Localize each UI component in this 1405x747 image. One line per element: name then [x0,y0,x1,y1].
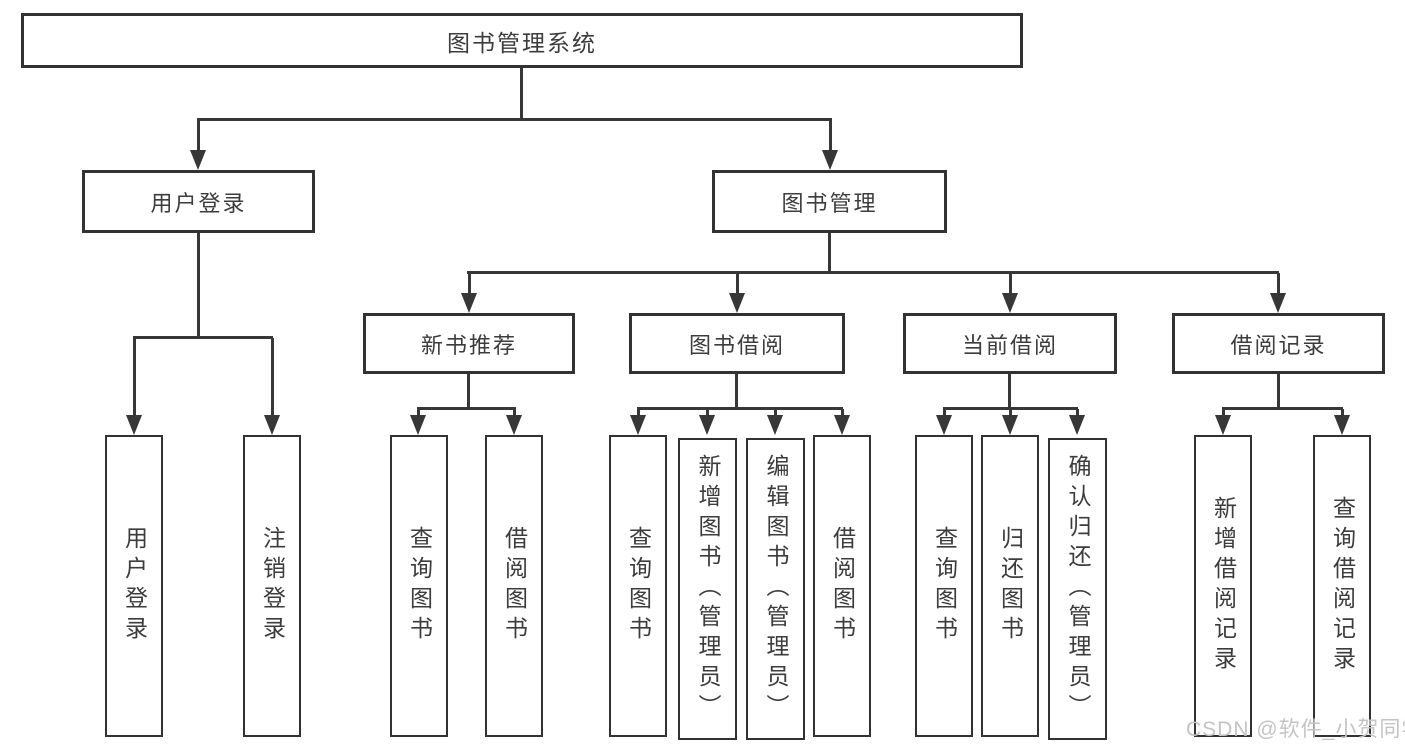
arrow-down-icon [729,273,745,313]
node-branch-book-management: 图书管理 [712,170,947,233]
connector-borrow-records-rail [1222,407,1343,410]
connector-current-borrow-rail [943,407,1078,410]
node-leaf-return-books: 归还图书 [981,435,1039,737]
connector-book-borrow-stem [735,374,738,407]
node-leaf-borrow-books: 借阅图书 [485,435,543,737]
arrow-down-icon [1270,273,1286,313]
leaf-label: 编辑图书（管理员） [763,454,789,724]
arrow-down-icon [1002,273,1018,313]
leaf-label: 归还图书 [997,526,1024,646]
leaf-label: 新增借阅记录 [1210,496,1237,676]
leaf-label: 用户登录 [121,526,148,646]
arrow-down-icon [506,409,522,435]
node-leaf-user-login: 用户登录 [105,435,163,737]
arrow-down-icon [1215,409,1231,435]
node-leaf-edit-books-admin: 编辑图书（管理员） [746,438,805,740]
leaf-label: 查询图书 [406,526,433,646]
connector-new-book-stem [467,374,470,407]
node-root-library-management-system: 图书管理系统 [21,13,1023,68]
node-module-new-book-recommend: 新书推荐 [363,313,575,374]
node-module-current-borrow: 当前借阅 [903,313,1117,374]
arrow-down-icon [1002,409,1018,435]
node-leaf-confirm-return-admin: 确认归还（管理员） [1048,438,1107,740]
arrow-down-icon [834,409,850,435]
arrow-down-icon [822,120,838,170]
connector-level3-rail [467,271,1279,274]
connector-current-borrow-stem [1008,374,1011,407]
leaf-label: 借阅图书 [501,526,528,646]
arrow-down-icon [767,409,783,435]
leaf-label: 查询图书 [625,526,652,646]
arrow-down-icon [1334,409,1350,435]
node-leaf-add-books-admin: 新增图书（管理员） [678,438,737,740]
arrow-down-icon [1069,409,1085,435]
node-leaf-query-books: 查询图书 [915,435,973,737]
arrow-down-icon [936,409,952,435]
node-leaf-query-books: 查询图书 [390,435,448,737]
node-module-borrow-records: 借阅记录 [1172,313,1385,374]
leaf-label: 新增图书（管理员） [695,454,721,724]
leaf-label: 查询图书 [931,526,958,646]
node-branch-user-login: 用户登录 [82,170,315,233]
connector-book-management-stem [828,233,831,271]
connector-user-login-stem [197,233,200,336]
leaf-label: 借阅图书 [829,526,856,646]
arrow-down-icon [410,409,426,435]
connector-new-book-rail [417,407,516,410]
node-leaf-query-borrow-record: 查询借阅记录 [1313,435,1371,737]
node-leaf-query-books: 查询图书 [609,435,667,737]
connector-borrow-records-stem [1277,374,1280,407]
connector-book-borrow-rail [637,407,843,410]
connector-user-login-rail [133,336,273,339]
arrow-down-icon [630,409,646,435]
connector-root-stem [520,68,523,118]
node-module-book-borrow: 图书借阅 [629,313,845,374]
leaf-label: 注销登录 [259,526,286,646]
arrow-down-icon [699,409,715,435]
leaf-label: 查询借阅记录 [1329,496,1356,676]
node-leaf-add-borrow-record: 新增借阅记录 [1194,435,1252,737]
arrow-down-icon [126,338,142,435]
csdn-watermark: CSDN @软件_小贺同学 [1186,718,1405,741]
node-leaf-borrow-books: 借阅图书 [813,435,871,737]
connector-level2-rail [197,118,832,121]
arrow-down-icon [190,120,206,170]
arrow-down-icon [461,273,477,313]
node-leaf-logout: 注销登录 [243,435,301,737]
arrow-down-icon [264,338,280,435]
leaf-label: 确认归还（管理员） [1065,454,1091,724]
